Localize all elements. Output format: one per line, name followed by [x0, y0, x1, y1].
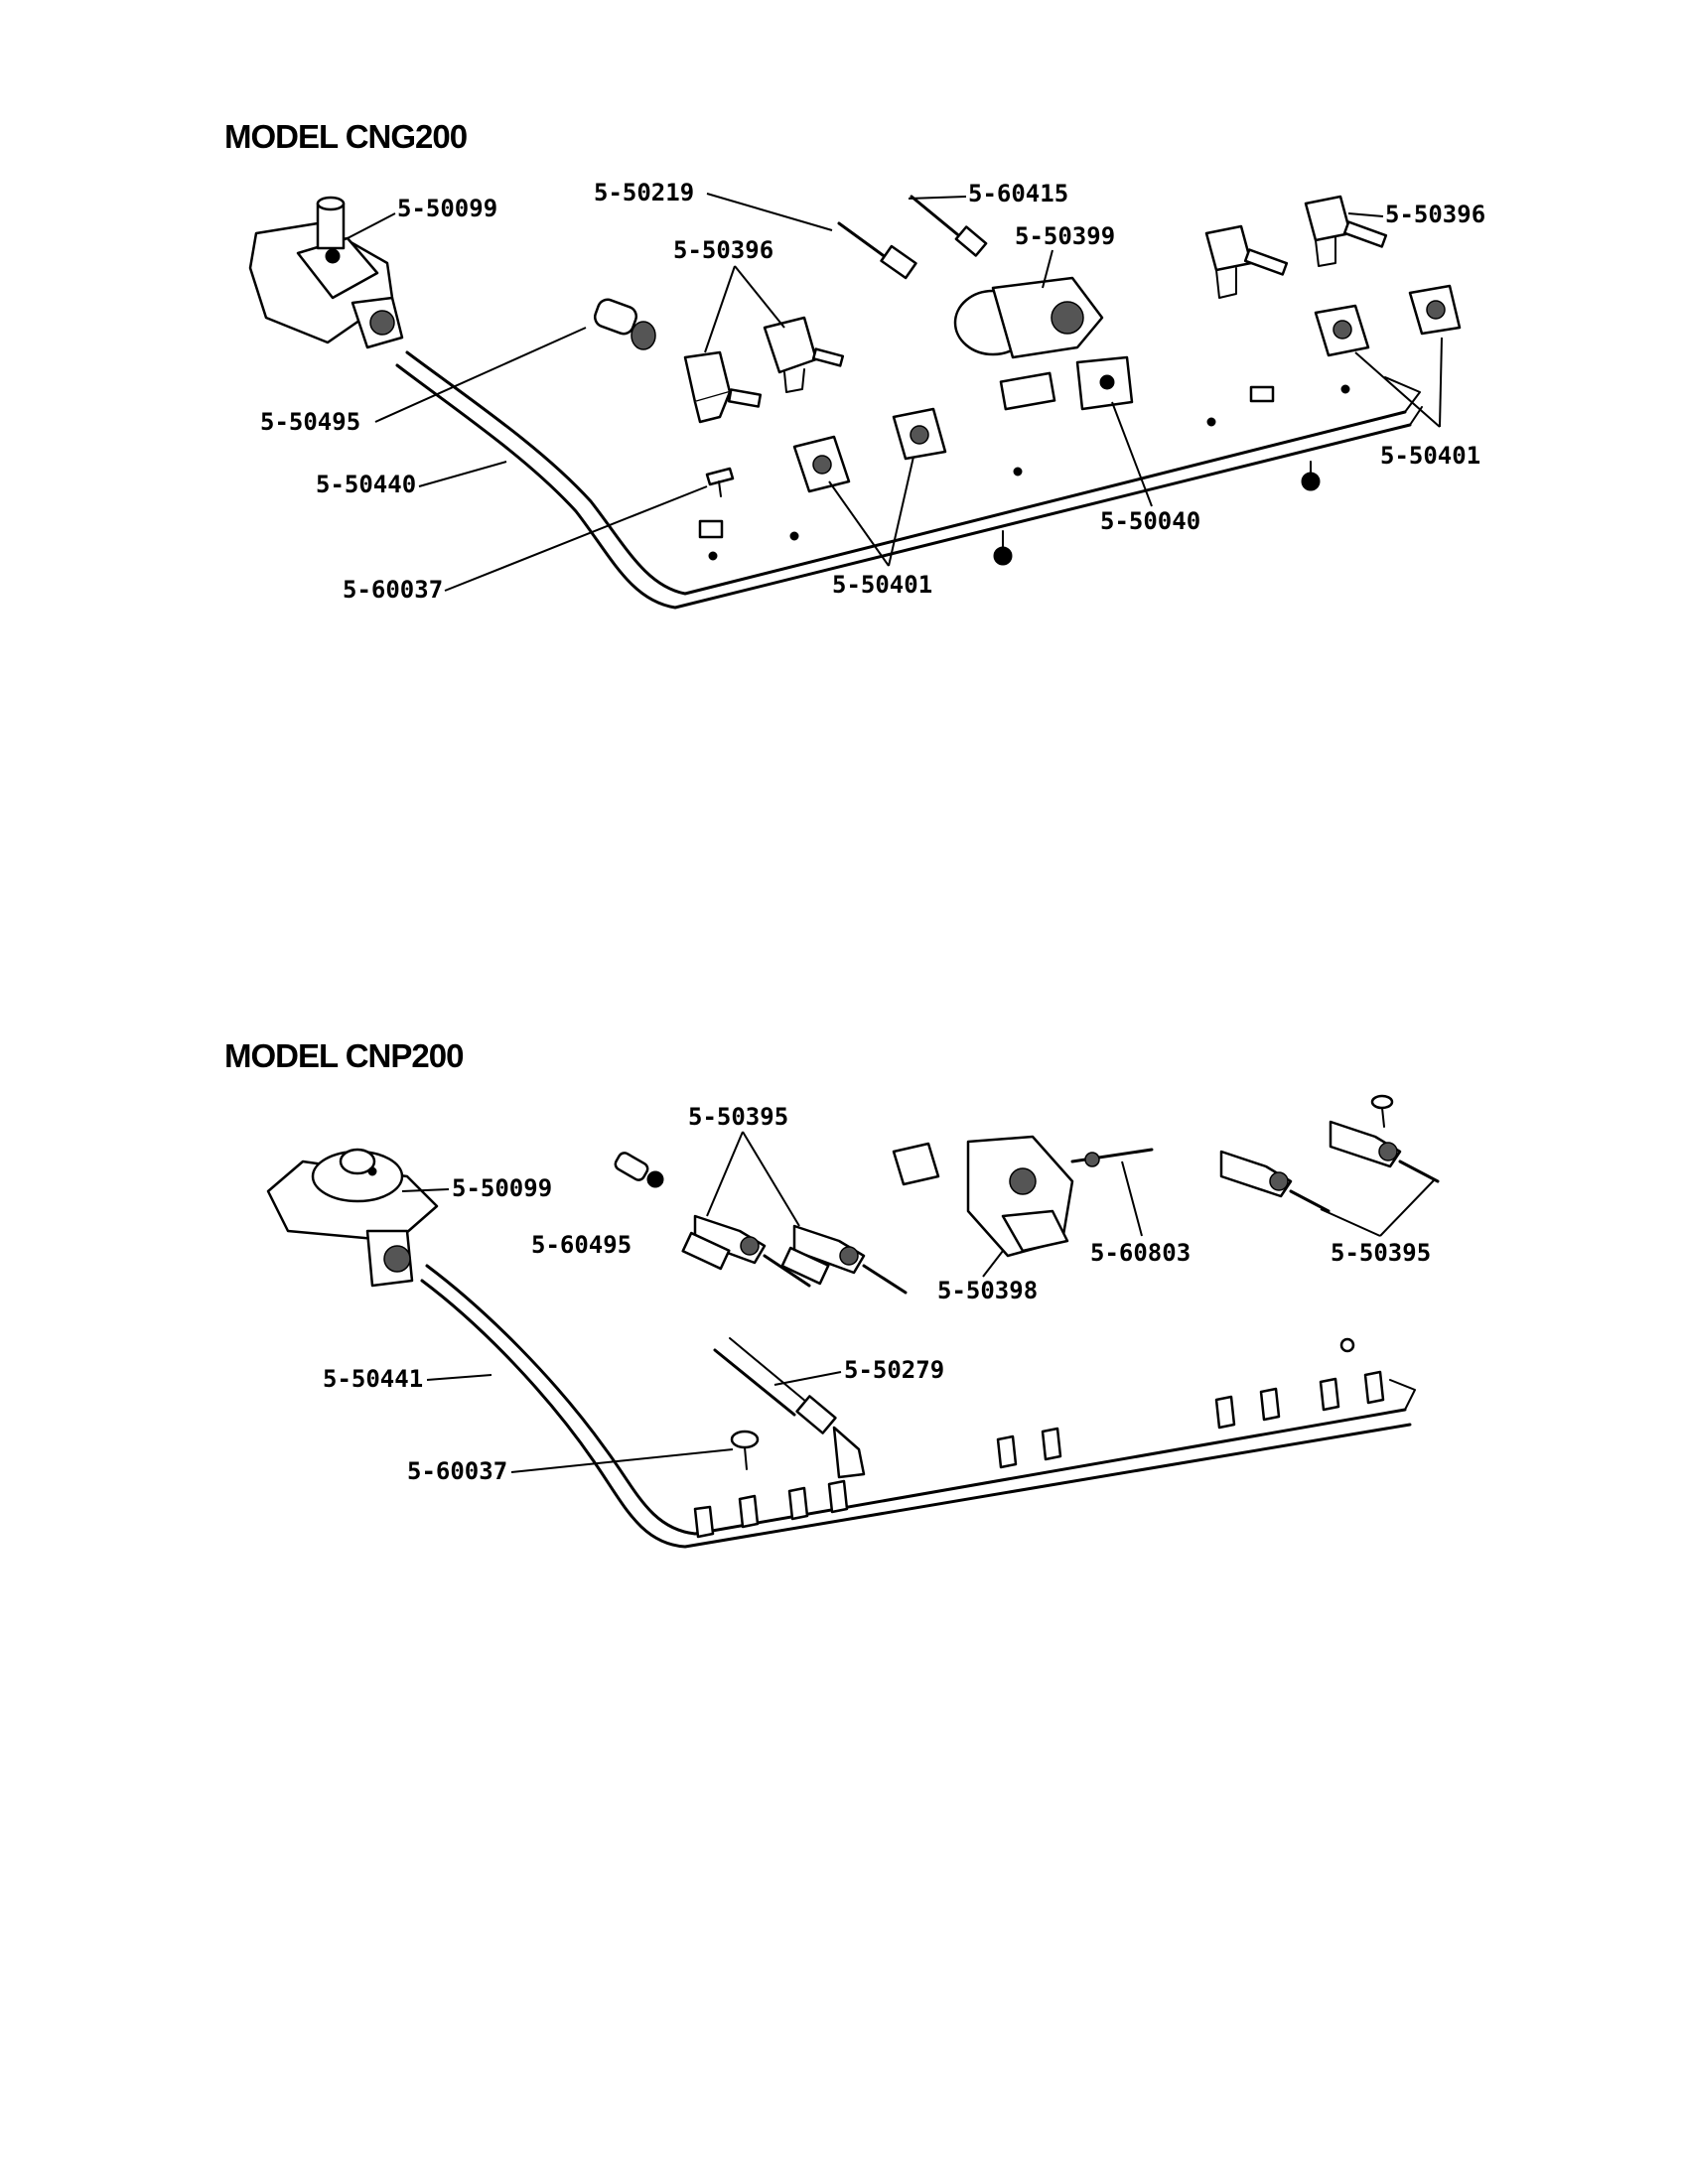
svg-text:5-50040: 5-50040 — [1100, 507, 1200, 535]
svg-text:5-50440: 5-50440 — [316, 471, 416, 498]
manifold-pipe — [395, 350, 1423, 610]
model-title: MODEL CNP200 — [224, 1037, 463, 1074]
callout-5-60495: 5-60495 — [531, 1231, 632, 1259]
burner-orifices — [693, 1337, 1385, 1539]
svg-text:5-50395: 5-50395 — [688, 1103, 788, 1131]
callout-5-60037: 5-60037 — [343, 485, 708, 604]
callout-5-50396-right: 5-50396 — [1347, 201, 1485, 228]
callout-5-50395-right: 5-50395 — [1320, 1178, 1436, 1267]
svg-text:5-50398: 5-50398 — [937, 1277, 1038, 1304]
center-valve — [953, 276, 1134, 411]
svg-text:5-50099: 5-50099 — [452, 1174, 552, 1202]
gas-regulator — [266, 1148, 439, 1288]
callout-5-50040: 5-50040 — [1100, 401, 1200, 535]
svg-text:5-60495: 5-60495 — [531, 1231, 632, 1259]
callout-5-50401-right: 5-50401 — [1354, 337, 1480, 470]
svg-text:5-50279: 5-50279 — [844, 1356, 944, 1384]
svg-text:5-50401: 5-50401 — [1380, 442, 1480, 470]
callout-5-50099: 5-50099 — [401, 1174, 552, 1202]
svg-text:5-50401: 5-50401 — [832, 571, 932, 599]
callout-5-50399: 5-50399 — [1015, 222, 1115, 289]
pilot-tube — [837, 195, 988, 280]
retaining-clips — [792, 284, 1462, 493]
svg-text:5-60037: 5-60037 — [343, 576, 443, 604]
callout-5-50396-left: 5-50396 — [673, 236, 785, 353]
callout-5-50398: 5-50398 — [937, 1250, 1038, 1304]
diagram-cnp200: MODEL CNP200 — [0, 1032, 1684, 1588]
manifold-pipe — [420, 1264, 1416, 1549]
center-valve — [892, 1135, 1154, 1258]
burner-valves-right — [1219, 1094, 1440, 1213]
burner-valve-left — [593, 298, 845, 424]
svg-text:5-50399: 5-50399 — [1015, 222, 1115, 250]
pilot-tube — [713, 1337, 866, 1479]
svg-text:5-50495: 5-50495 — [260, 408, 360, 436]
model-title: MODEL CNG200 — [224, 118, 467, 155]
callout-5-50279: 5-50279 — [773, 1356, 944, 1386]
svg-text:5-50396: 5-50396 — [1385, 201, 1485, 228]
callout-5-60415: 5-60415 — [908, 180, 1068, 207]
svg-text:5-60037: 5-60037 — [407, 1457, 507, 1485]
callout-5-50495: 5-50495 — [260, 327, 587, 436]
screw — [730, 1430, 760, 1470]
callout-5-50099: 5-50099 — [347, 195, 497, 239]
callout-5-60037: 5-60037 — [407, 1448, 734, 1485]
burner-valves-left — [681, 1214, 908, 1295]
svg-text:5-60803: 5-60803 — [1090, 1239, 1191, 1267]
callout-5-50440: 5-50440 — [316, 461, 507, 498]
svg-text:5-50099: 5-50099 — [397, 195, 497, 222]
gas-regulator — [248, 196, 404, 349]
svg-text:5-50396: 5-50396 — [673, 236, 773, 264]
callout-5-50401-center: 5-50401 — [828, 456, 932, 599]
svg-text:5-50219: 5-50219 — [594, 179, 694, 206]
orifice-fitting — [614, 1152, 664, 1188]
callout-5-50219: 5-50219 — [594, 179, 833, 231]
callout-5-50395-left: 5-50395 — [688, 1103, 800, 1227]
screws — [705, 461, 1321, 566]
callout-5-60803: 5-60803 — [1090, 1160, 1191, 1267]
callout-5-50441: 5-50441 — [323, 1365, 492, 1393]
svg-text:5-50441: 5-50441 — [323, 1365, 423, 1393]
svg-text:5-60415: 5-60415 — [968, 180, 1068, 207]
svg-text:5-50395: 5-50395 — [1331, 1239, 1431, 1267]
burner-valve-right — [1204, 195, 1388, 299]
diagram-cng200: MODEL CNG200 — [0, 0, 1684, 655]
